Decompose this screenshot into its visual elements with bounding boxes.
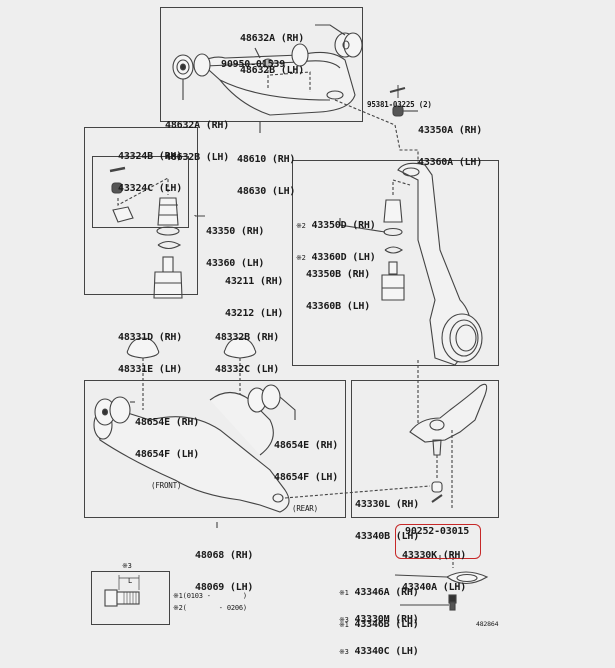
diagram-number: 482864 — [476, 620, 499, 628]
callout-bolt[interactable]: ※3 43330M (RH) ※3 43340C (LH) — [339, 594, 419, 668]
part-number-rh: 48654E (RH) — [274, 440, 339, 451]
lower-arm-frame — [84, 380, 346, 518]
part-number-rh: 48632A (RH) — [240, 33, 305, 44]
part-number-lh: 43346B (LH) — [354, 618, 419, 630]
upper-ball-joint-inner-frame — [92, 156, 189, 228]
callout-lower-bushing-rear[interactable]: 48654E (RH) 48654F (LH) (REAR) — [274, 420, 338, 525]
part-number-lh: 43212 (LH) — [225, 307, 284, 319]
callout-grease-fitting[interactable]: 90950-01539 — [221, 39, 285, 81]
grease-fitting-icon — [262, 58, 274, 68]
callout-upper-bushing-rear[interactable]: 48632A (RH) 48632B (LH) — [240, 13, 304, 87]
part-number-lh: 48654F (LH) — [274, 471, 339, 483]
note-mark: ※2 — [296, 253, 306, 262]
callout-upper-ball-joint-kit[interactable]: 43324B (RH) 43324C (LH) — [118, 131, 182, 205]
part-number-rh: 43350B (RH) — [306, 269, 371, 280]
lower-ball-joint-frame — [351, 380, 499, 518]
upper-arm-frame — [160, 7, 363, 122]
note-mark: ※3 — [339, 647, 349, 656]
legend-note-1: ※1(0103 - ) — [173, 592, 247, 600]
callout-knuckle-boot[interactable]: ※2 43350D (RH) ※2 43360D (LH) — [296, 200, 376, 274]
part-number-rh: 43324B (RH) — [118, 151, 183, 162]
bolt-icon — [400, 594, 457, 611]
upper-ball-joint-kit-frame — [84, 127, 198, 295]
dust-cover — [394, 571, 489, 585]
part-number: 90950-01539 — [221, 59, 286, 70]
part-number-rh: 48610 (RH) — [237, 154, 296, 165]
callout-upper-ball-joint[interactable]: 43350 (RH) 43360 (LH) — [206, 206, 264, 280]
part-number-lh: 43340C (LH) — [354, 645, 419, 657]
steering-knuckle-frame — [292, 160, 499, 366]
callout-upper-arm-assembly[interactable]: 48610 (RH) 48630 (LH) — [237, 134, 295, 208]
part-number-rh: 48068 (RH) — [195, 550, 254, 561]
upper-ball-joint-kit — [109, 166, 183, 299]
part-number: 90252-03015 — [405, 526, 470, 537]
upper-bushing-right — [291, 32, 363, 67]
part-number-rh: 43346A (RH) — [354, 587, 419, 598]
position-note: (FRONT) — [151, 481, 182, 490]
part-number-rh: 43350 (RH) — [206, 226, 265, 237]
part-number-lh: 48069 (LH) — [195, 581, 254, 593]
part-number-lh: 48632B (LH) — [165, 151, 230, 163]
part-number-rh: 43330L (RH) — [355, 499, 420, 510]
part-number-rh: 48632A (RH) — [165, 120, 230, 131]
callout-lower-bushing-front[interactable]: 48654E (RH) 48654F (LH) (FRONT) — [135, 397, 199, 502]
legend-dimension-label: L — [128, 577, 133, 585]
part-number-rh: 43330M (RH) — [354, 614, 419, 625]
part-number-lh: 48654F (LH) — [135, 448, 200, 460]
callout-bumper-rear[interactable]: 48332B (RH) 48332C (LH) — [215, 312, 279, 386]
part-number-lh: 43360B (LH) — [306, 300, 371, 312]
legend-bolt-illustration — [104, 575, 140, 607]
callout-lower-ball-nut[interactable]: 43330L (RH) 43340B (LH) — [355, 479, 419, 553]
part-number-lh: 48632B (LH) — [240, 64, 305, 76]
legend-note-2: ※2( - 0206) — [173, 604, 247, 612]
lower-bushing-front — [94, 396, 135, 426]
part-number-rh: 43350A (RH) — [418, 125, 483, 136]
legend-bolt-frame — [91, 571, 170, 625]
part-number-lh: 48331E (LH) — [118, 363, 183, 375]
part-number-rh: 48332B (RH) — [215, 332, 280, 343]
part-number-lh: 48332C (LH) — [215, 363, 280, 375]
callout-upper-nut[interactable]: 43350A (RH) 43360A (LH) — [418, 105, 482, 179]
steering-knuckle — [397, 162, 483, 366]
callout-lower-cotter-pin[interactable]: 90252-03015 — [405, 506, 469, 548]
part-number-rh: 48654E (RH) — [135, 417, 200, 428]
part-number-rh: 43350D (RH) — [311, 220, 376, 231]
part-number-rh: 48331D (RH) — [118, 332, 183, 343]
lower-bushing-rear — [247, 384, 296, 420]
part-number-lh: 48630 (LH) — [237, 185, 296, 197]
part-number-lh: 43340A (LH) — [402, 581, 467, 593]
callout-bumper-front[interactable]: 48331D (RH) 48331E (LH) — [118, 312, 182, 386]
note-mark: ※2 — [296, 222, 306, 230]
bumper-front — [126, 337, 160, 410]
callout-cotter-pin[interactable]: 95381-03225 (2) — [367, 79, 432, 121]
callout-lower-arm-assembly[interactable]: 48068 (RH) 48069 (LH) — [195, 530, 253, 604]
parts-diagram-canvas — [93, 24, 489, 611]
note-mark: ※1 — [339, 589, 349, 597]
position-note: (REAR) — [292, 504, 318, 513]
part-number-rh: 43211 (RH) — [225, 276, 284, 287]
legend-bolt-mark: ※3 — [122, 562, 132, 570]
callout-knuckle-ring[interactable]: 43350B (RH) 43360B (LH) — [306, 249, 370, 323]
callout-steering-knuckle[interactable]: 43211 (RH) 43212 (LH) — [225, 256, 283, 330]
knuckle-boot — [339, 179, 411, 301]
part-number-lh: 43324C (LH) — [118, 182, 183, 194]
part-number-lh: 43340B (LH) — [355, 530, 420, 542]
part-number: 95381-03225 (2) — [367, 100, 432, 109]
note-mark: ※1 — [339, 620, 349, 629]
upper-bushing-left — [172, 53, 211, 80]
callout-upper-bushing-front[interactable]: 48632A (RH) 48632B (LH) — [165, 100, 229, 174]
lower-ball-joint — [409, 360, 488, 510]
callout-dust-cover[interactable]: ※1 43346A (RH) ※1 43346B (LH) — [339, 567, 419, 641]
callout-lower-ball-joint[interactable]: 43330K (RH) 43340A (LH) — [402, 530, 466, 604]
highlighted-part-frame — [395, 524, 481, 559]
part-number-rh: 43330K (RH) — [402, 550, 467, 561]
part-number-lh: 43360D (LH) — [311, 251, 376, 263]
part-number-lh: 43360 (LH) — [206, 257, 265, 269]
part-number-lh: 43360A (LH) — [418, 156, 483, 168]
note-mark: ※3 — [339, 616, 349, 624]
